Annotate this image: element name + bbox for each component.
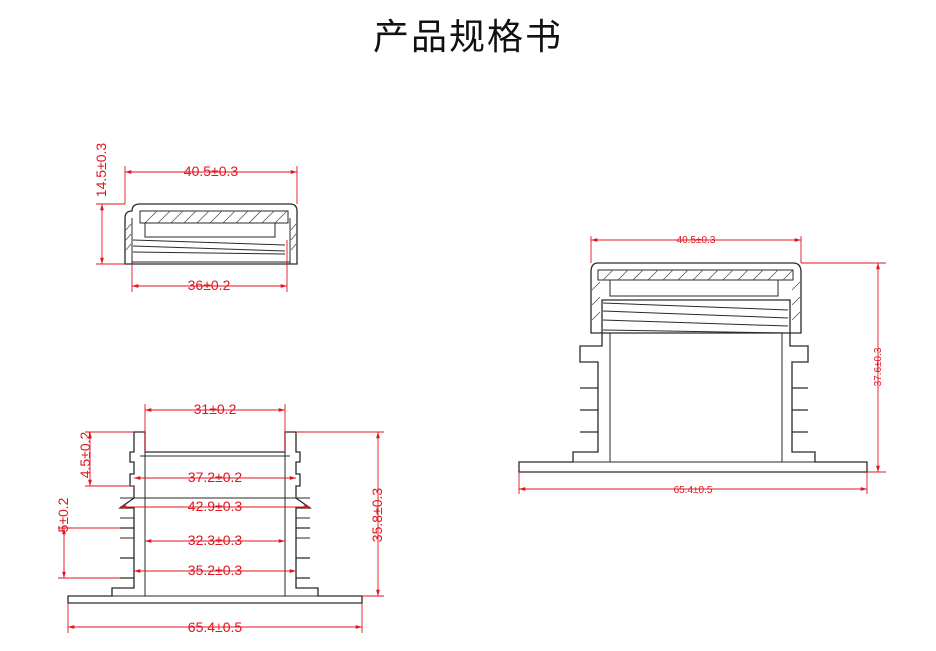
assembly-drawing: 40.5±0.3 37.6±0.3 65.4±0.5 — [518, 235, 886, 496]
cap-width-dim: 40.5±0.3 — [184, 163, 239, 179]
body-fin-dim: 42.9±0.3 — [188, 498, 243, 514]
body-fin-pitch-dim: 5±0.2 — [55, 497, 71, 532]
body-drawing: 31±0.2 4.5±0.2 37.2±0.2 42.9±0.3 5±0.2 3… — [55, 401, 385, 635]
body-inner-dim: 32.3±0.3 — [188, 532, 243, 548]
cap-height-dim: 14.5±0.3 — [93, 143, 109, 198]
body-top-opening-dim: 31±0.2 — [194, 401, 237, 417]
assembly-total-height-dim: 37.6±0.3 — [873, 347, 884, 386]
page-title: 产品规格书 — [372, 17, 563, 58]
body-neck-dim: 37.2±0.2 — [188, 469, 243, 485]
body-base-inner-dim: 35.2±0.3 — [188, 562, 243, 578]
assembly-cap-width-dim: 40.5±0.3 — [677, 235, 716, 246]
body-flange-dim: 65.4±0.5 — [188, 619, 243, 635]
cap-inner-dim: 36±0.2 — [188, 277, 231, 293]
body-neck-height-dim: 4.5±0.2 — [77, 431, 93, 478]
cap-drawing: 40.5±0.3 14.5±0.3 36±0.2 — [93, 143, 298, 293]
body-total-height-dim: 35.8±0.3 — [369, 488, 385, 543]
assembly-flange-dim: 65.4±0.5 — [674, 485, 713, 496]
